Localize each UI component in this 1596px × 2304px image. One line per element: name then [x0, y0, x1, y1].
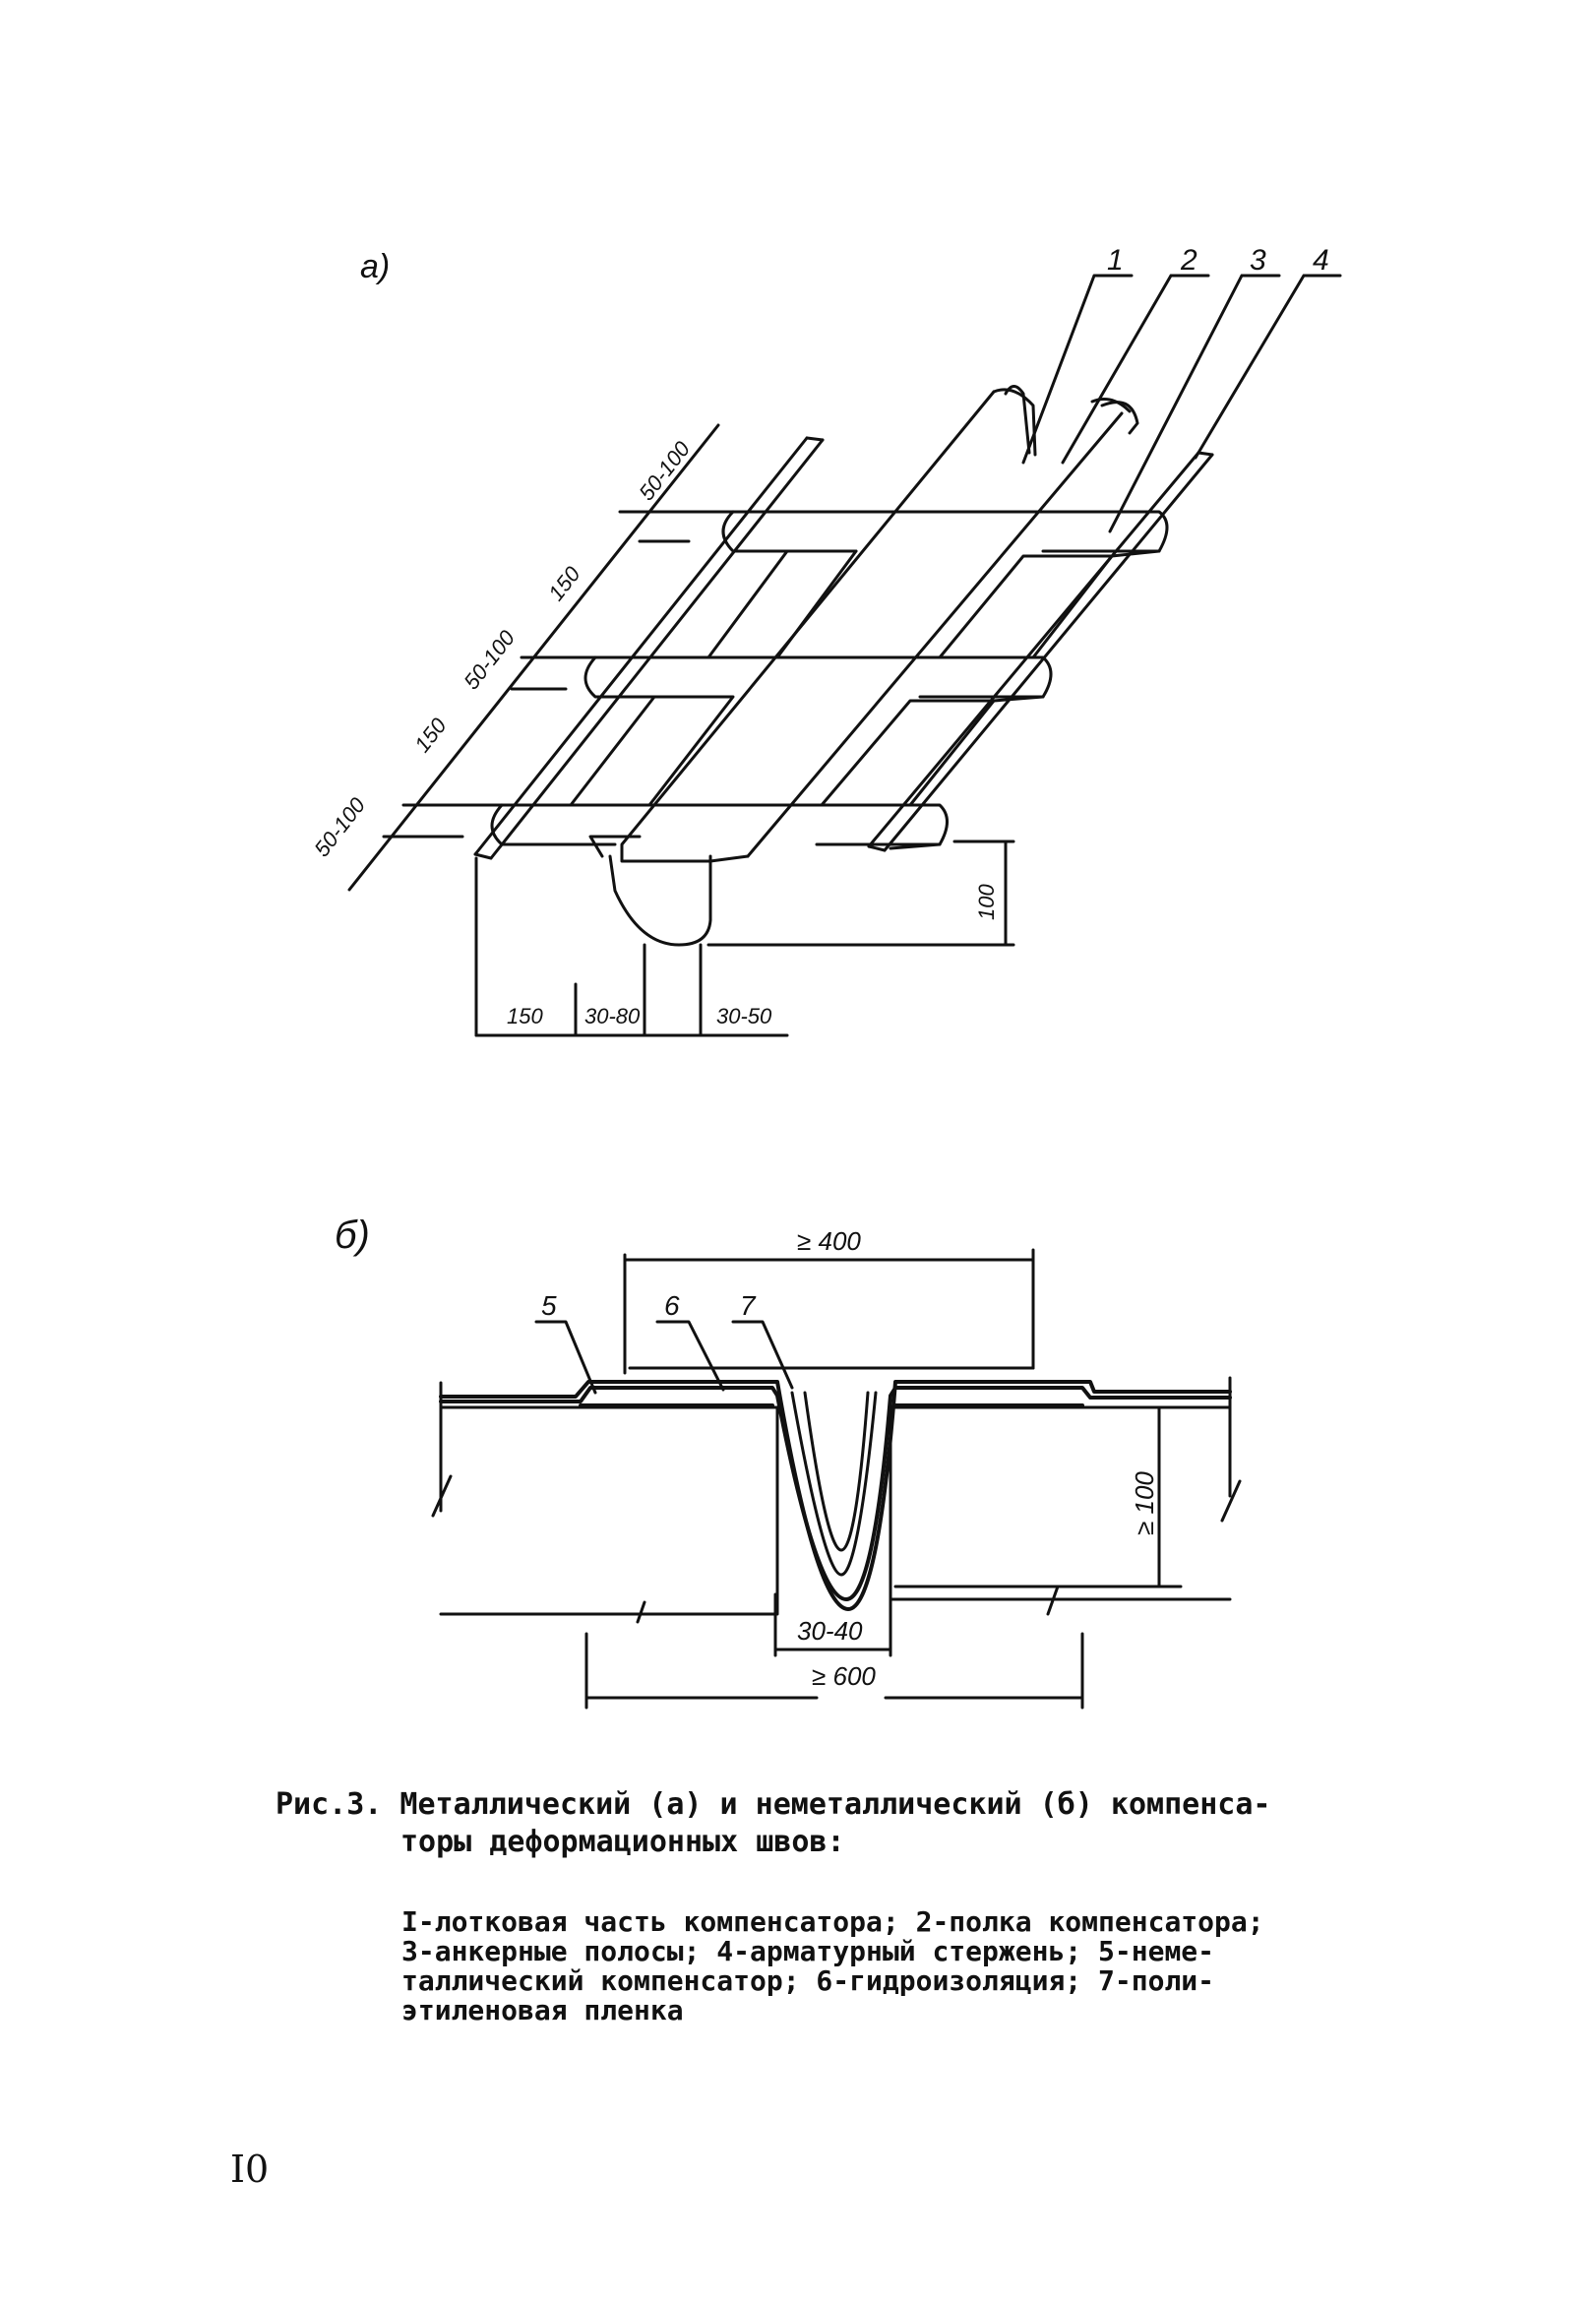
- dimension-width-bottom: [584, 1585, 1084, 1710]
- callout-7: 7: [740, 1290, 757, 1321]
- dim-b-height: ≥ 100: [1130, 1471, 1159, 1535]
- reinforcement-rod-right: [867, 451, 1214, 852]
- compensator-flange-right: [746, 411, 1124, 858]
- waterproofing-layers: [439, 1380, 1232, 1611]
- compensator-v: [790, 1391, 878, 1577]
- page-number: I0: [230, 2148, 270, 2191]
- caption-line-1: Рис.3. Металлический (а) и неметаллическ…: [276, 1787, 1271, 1822]
- dim-a-bottom-30-50: 30-50: [716, 1004, 772, 1028]
- callout-3: 3: [1250, 244, 1266, 277]
- anchor-strip-bottom: [490, 803, 949, 850]
- dimension-height-a: [706, 840, 1015, 947]
- dim-a-150-lower: 150: [409, 713, 452, 757]
- legend-line-3: таллический компенсатор; 6-гидроизоляция…: [401, 1964, 1215, 1997]
- dimension-width-top: [623, 1248, 1035, 1375]
- compensator-trough: [588, 388, 1139, 947]
- dim-b-gap: 30-40: [797, 1616, 863, 1646]
- callout-4: 4: [1313, 244, 1329, 277]
- caption-line-2: торы деформационных швов:: [400, 1825, 845, 1859]
- slab-right: [889, 1405, 1232, 1601]
- dimension-gap: [773, 1592, 892, 1657]
- dim-a-height: 100: [974, 884, 999, 920]
- callout-leaders-a: [1021, 274, 1342, 533]
- callout-6: 6: [664, 1290, 680, 1321]
- callout-5: 5: [541, 1290, 557, 1321]
- dim-a-bottom-150: 150: [507, 1004, 543, 1028]
- legend-line-2: 3-анкерные полосы; 4-арматурный стержень…: [401, 1935, 1215, 1967]
- figure-a-label: а): [360, 248, 390, 285]
- legend-line-1: I-лотковая часть компенсатора; 2-полка к…: [401, 1905, 1264, 1938]
- figure-b-label: б): [335, 1214, 370, 1257]
- dim-b-width-top: ≥ 400: [797, 1226, 861, 1256]
- figure-a-drawing: [347, 274, 1342, 1037]
- dimension-chain-left: [347, 423, 735, 892]
- slab-left: [439, 1405, 779, 1616]
- anchor-strip-middle: [583, 655, 1053, 703]
- figure-b-drawing: [431, 1248, 1242, 1710]
- dim-a-mid: 50-100: [459, 625, 520, 694]
- figure-legend: I-лотковая часть компенсатора; 2-полка к…: [401, 1907, 1444, 2025]
- callout-1: 1: [1107, 244, 1124, 277]
- callout-leaders-b: [534, 1320, 794, 1395]
- reinforcement-rod-left: [473, 436, 825, 860]
- dim-b-width-bottom: ≥ 600: [812, 1661, 876, 1691]
- figure-caption: Рис.3. Металлический (а) и неметаллическ…: [276, 1786, 1417, 1861]
- dimension-chain-bottom: [474, 856, 789, 1037]
- anchor-strip-top: [721, 510, 1169, 558]
- legend-line-4: этиленовая пленка: [401, 1994, 684, 2026]
- dimension-height-b: [893, 1405, 1183, 1588]
- callout-2: 2: [1180, 244, 1197, 277]
- dim-a-bottom: 50-100: [309, 792, 370, 861]
- dim-a-bottom-30-80: 30-80: [584, 1004, 641, 1028]
